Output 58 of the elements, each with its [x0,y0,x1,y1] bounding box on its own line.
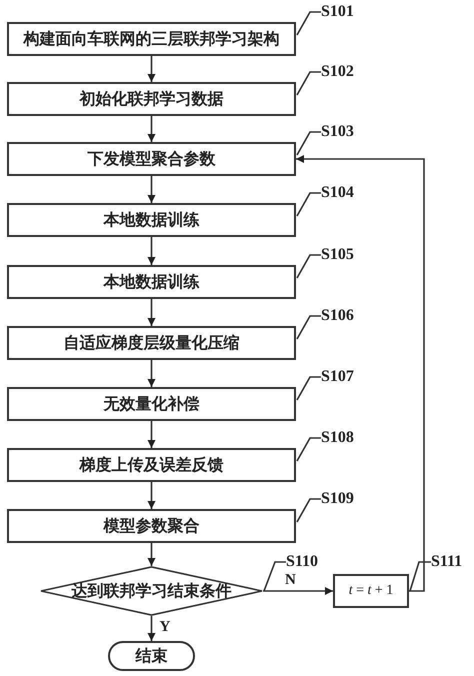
decision-diamond [40,566,263,616]
arrow [296,155,425,592]
step-text: 自适应梯度层级量化压缩 [64,333,240,354]
step-number: S103 [321,123,359,141]
arrow [148,237,156,265]
step-number: S108 [321,429,359,447]
leader-line [296,376,321,400]
step-text: 模型参数聚合 [104,516,200,536]
leader-line [296,498,321,522]
end-terminator [108,641,195,671]
arrow [263,587,333,595]
step-number: S102 [321,63,359,81]
process-box [7,203,296,237]
step-text: 构建面向车联网的三层联邦学习架构 [24,29,280,50]
step-text: 本地数据训练 [104,210,200,230]
step-number: S106 [321,307,359,325]
step-text: 本地数据训练 [104,272,200,292]
leader-line [296,131,321,156]
process-box [7,142,296,176]
process-box [7,448,296,482]
step-text: 达到联邦学习结束条件 [72,582,232,602]
step-number: S111 [431,553,469,571]
arrow [148,421,156,448]
leader-line [409,561,431,592]
arrow [148,543,156,566]
step-number: S110 [286,553,324,571]
leader-line [296,437,321,462]
process-box [333,574,409,608]
process-box [7,265,296,299]
step-number: S101 [321,3,359,21]
arrow [148,56,156,82]
leader-line [296,71,321,96]
arrow [148,360,156,387]
leader-line [263,561,286,592]
leader-line [296,192,321,216]
step-number: S109 [321,490,359,508]
step-number: S107 [321,368,359,386]
leader-line [296,11,321,36]
process-box [7,22,296,56]
arrow [148,482,156,509]
arrow [148,616,156,641]
step-text: t = t + 1 [348,583,394,599]
step-text: 结束 [136,646,168,666]
step-text: 下发模型聚合参数 [88,149,216,170]
leader-line [296,315,321,340]
arrow [148,116,156,142]
leader-line [296,254,321,278]
process-box [7,387,296,421]
step-number: S105 [321,246,359,264]
arrow [148,176,156,203]
step-text: 初始化联邦学习数据 [80,89,224,110]
step-number: S104 [321,184,359,202]
step-text: 梯度上传及误差反馈 [80,455,224,476]
process-box [7,509,296,543]
process-box [7,82,296,116]
step-text: 无效量化补偿 [104,394,200,414]
arrow [148,299,156,326]
process-box [7,326,296,360]
